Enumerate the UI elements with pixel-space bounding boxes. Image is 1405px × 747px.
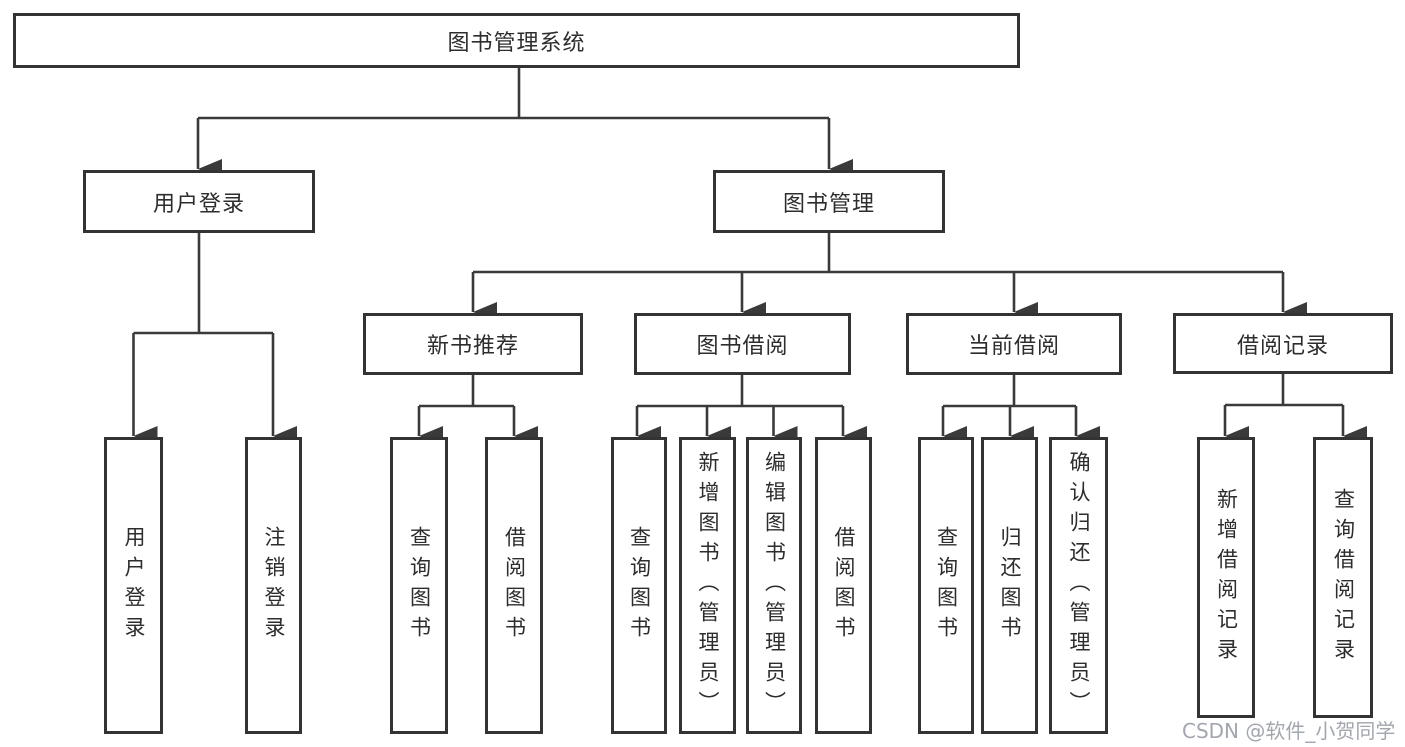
node-current-borrow: 当前借阅	[906, 313, 1122, 375]
node-book-mgmt-label: 图书管理	[782, 191, 875, 217]
node-borrow-record-label: 借阅记录	[1236, 333, 1329, 359]
leaf-newbook-borrow: 借阅图书	[485, 437, 543, 734]
leaf-borrow-borrow-label: 借阅图书	[832, 525, 856, 646]
leaf-current-return: 归还图书	[981, 437, 1038, 734]
leaf-user-login-label: 用户登录	[122, 525, 146, 646]
node-root-label: 图书管理系统	[447, 30, 586, 56]
node-user-login: 用户登录	[83, 170, 315, 233]
leaf-current-query-label: 查询图书	[934, 525, 959, 646]
leaf-borrow-borrow: 借阅图书	[815, 437, 872, 734]
leaf-record-query-label: 查询借阅记录	[1331, 487, 1356, 668]
leaf-borrow-edit: 编辑图书（管理员）	[746, 437, 802, 734]
node-book-borrow-label: 图书借阅	[696, 334, 789, 359]
leaf-record-query: 查询借阅记录	[1313, 437, 1373, 718]
leaf-borrow-edit-label: 编辑图书（管理员）	[762, 450, 787, 721]
node-current-borrow-label: 当前借阅	[967, 334, 1060, 359]
node-new-book: 新书推荐	[363, 313, 583, 375]
node-root: 图书管理系统	[13, 13, 1020, 68]
leaf-borrow-add: 新增图书（管理员）	[679, 437, 736, 734]
leaf-current-query: 查询图书	[918, 437, 974, 734]
leaf-logout-label: 注销登录	[262, 525, 286, 646]
node-borrow-record: 借阅记录	[1173, 313, 1393, 374]
node-user-login-label: 用户登录	[152, 191, 245, 217]
node-book-mgmt: 图书管理	[713, 170, 945, 233]
leaf-logout: 注销登录	[245, 437, 302, 734]
leaf-newbook-query: 查询图书	[390, 437, 448, 734]
node-new-book-label: 新书推荐	[426, 334, 519, 359]
leaf-record-add-label: 新增借阅记录	[1214, 487, 1239, 668]
leaf-newbook-borrow-label: 借阅图书	[502, 525, 527, 646]
leaf-borrow-add-label: 新增图书（管理员）	[696, 450, 720, 721]
leaf-current-return-label: 归还图书	[998, 525, 1022, 646]
watermark-text: CSDN @软件_小贺同学	[1182, 719, 1396, 743]
leaf-borrow-query-label: 查询图书	[627, 525, 652, 646]
leaf-current-confirm-label: 确认归还（管理员）	[1067, 450, 1091, 721]
connector-trunks	[133, 68, 1343, 408]
leaf-borrow-query: 查询图书	[611, 437, 667, 734]
leaf-record-add: 新增借阅记录	[1197, 437, 1255, 718]
leaf-current-confirm: 确认归还（管理员）	[1049, 437, 1108, 734]
leaf-user-login: 用户登录	[104, 437, 163, 734]
node-book-borrow: 图书借阅	[634, 313, 851, 375]
leaf-newbook-query-label: 查询图书	[407, 525, 432, 646]
